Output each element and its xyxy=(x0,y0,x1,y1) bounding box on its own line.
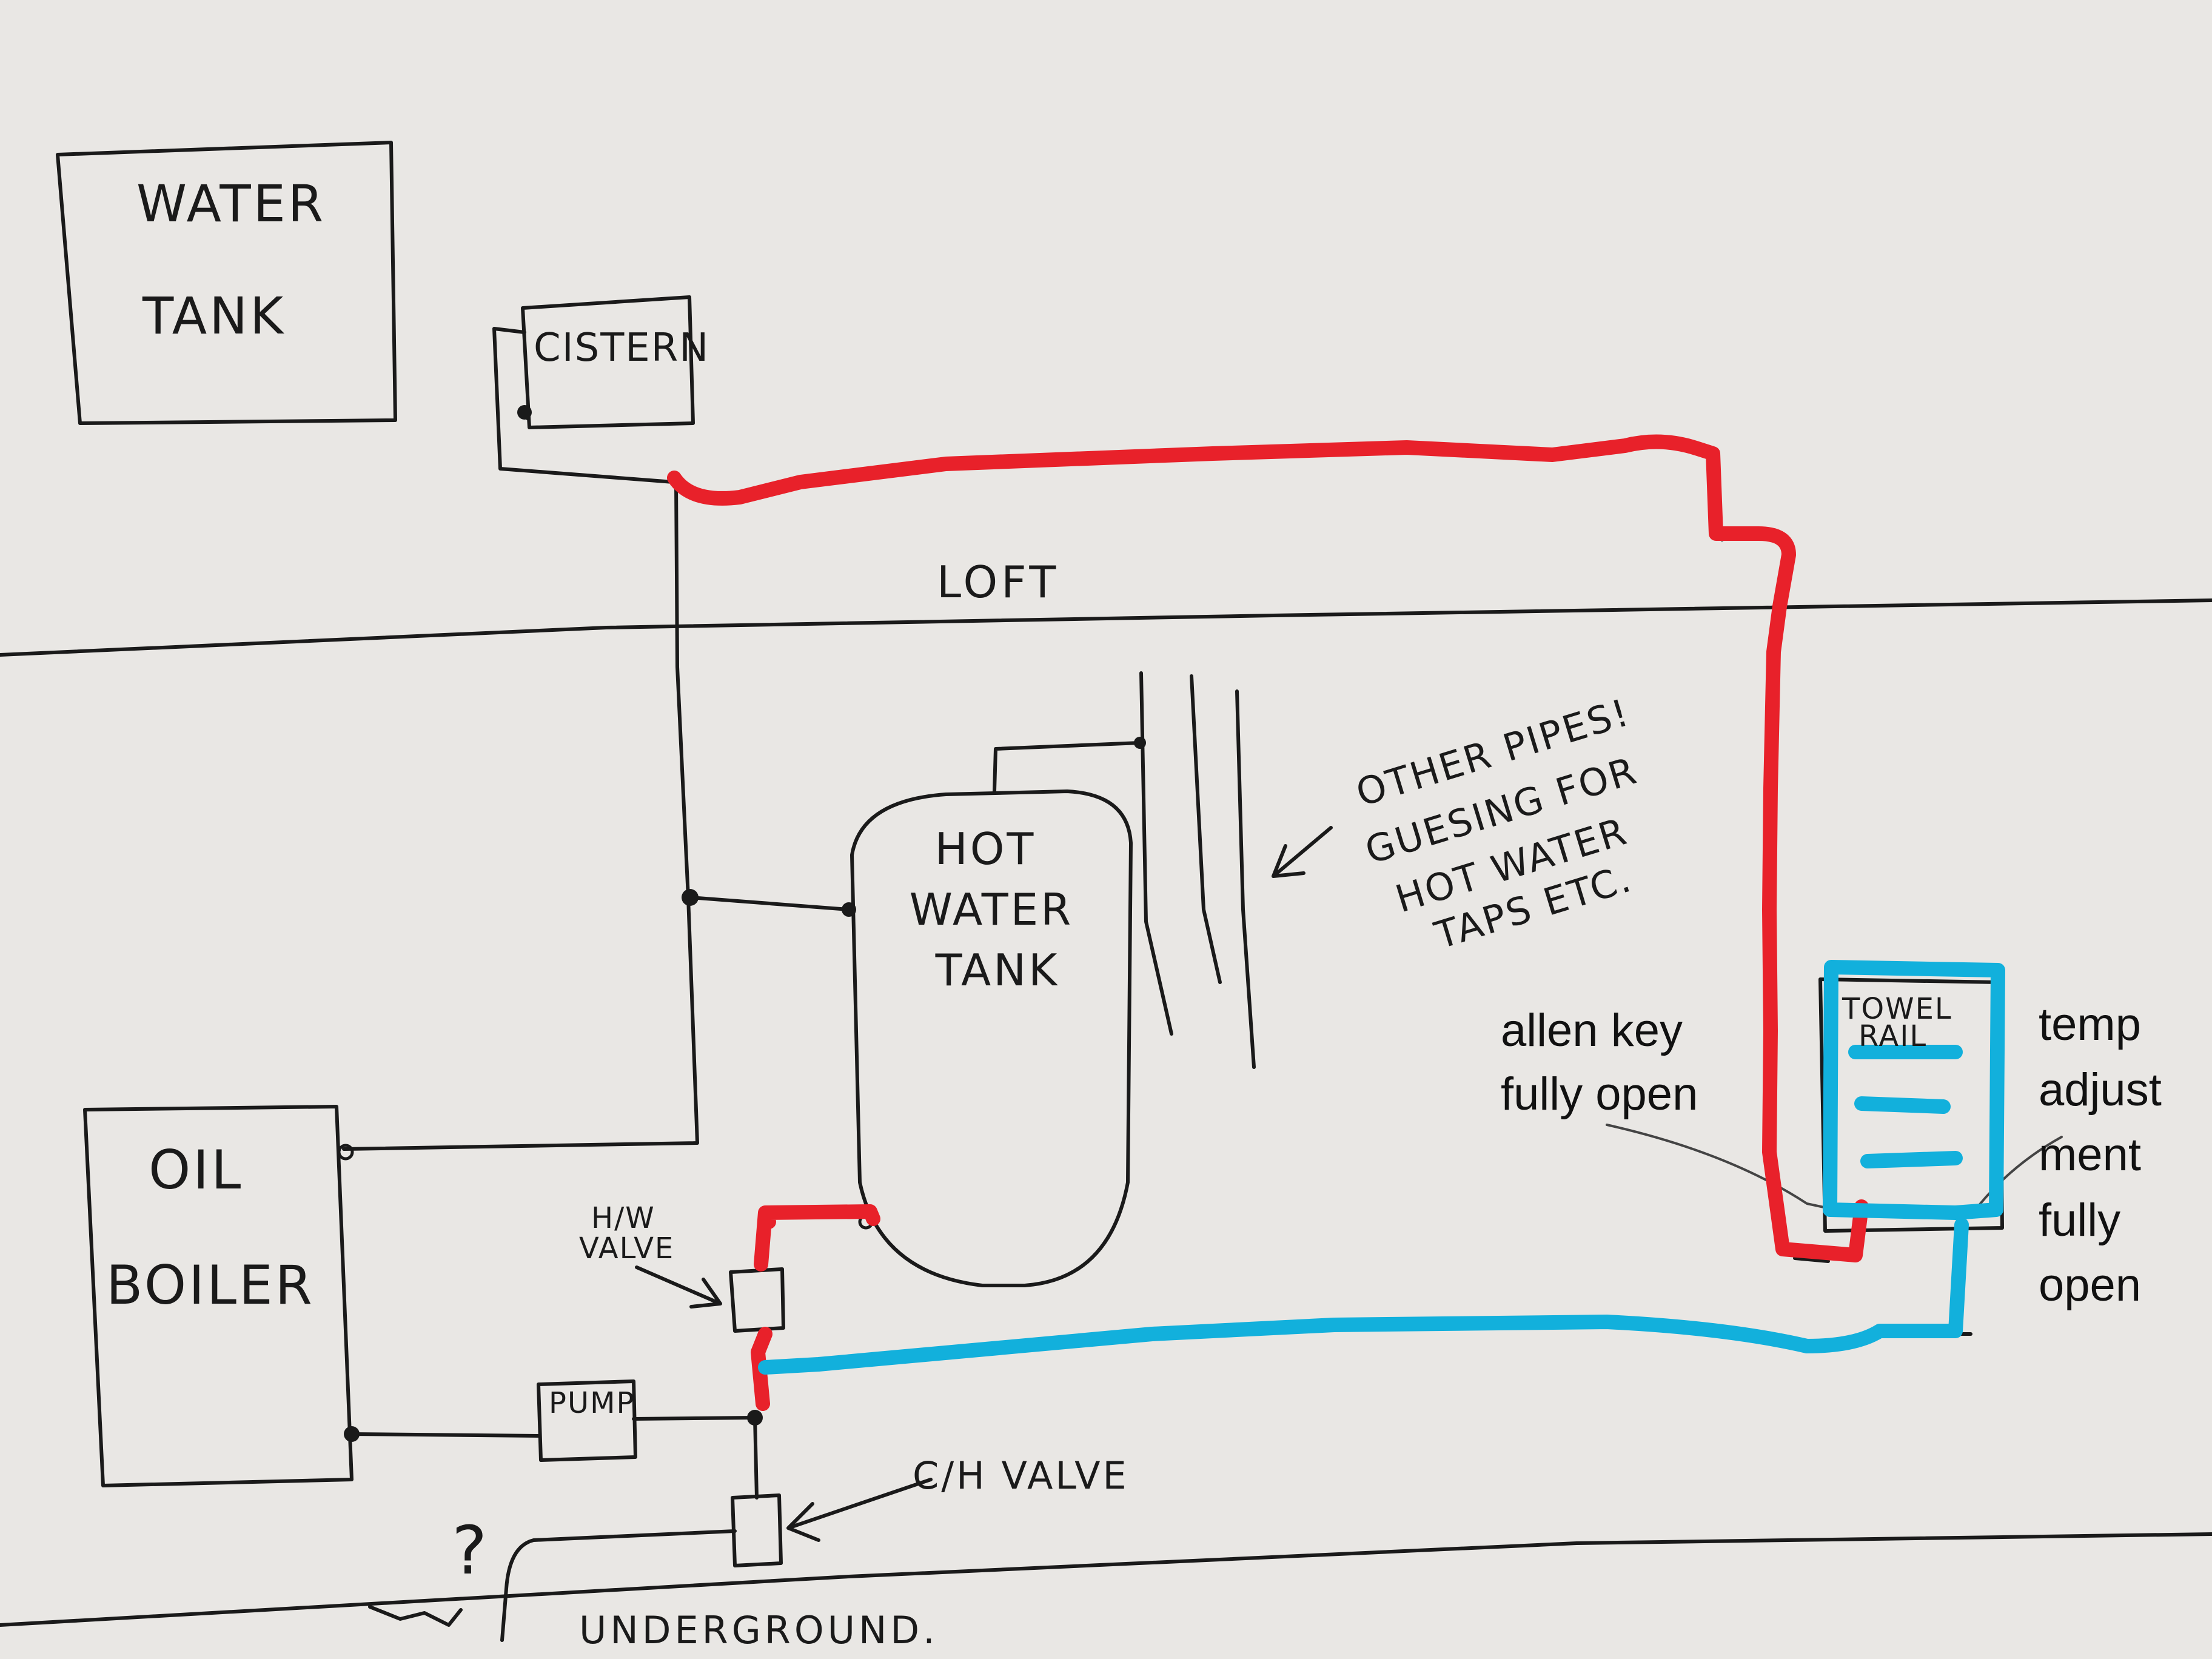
other-pipe-1 xyxy=(1139,671,1173,1036)
temp-adjust-note-line2: adjust xyxy=(2039,1064,2162,1116)
pump-box xyxy=(537,1379,637,1462)
ch-valve-box xyxy=(731,1493,783,1567)
oil-boiler-label-line2: BOILER xyxy=(106,1254,315,1316)
other-pipe-3 xyxy=(1235,689,1256,1069)
other-pipe-2 xyxy=(1190,674,1222,984)
underground-line xyxy=(0,1532,2212,1627)
ch-valve-label: C/H VALVE xyxy=(913,1453,1129,1498)
pump-out-pipe xyxy=(632,1416,757,1421)
water-tank-label-line2: TANK xyxy=(142,286,286,346)
hot-water-tank-label-line2: WATER xyxy=(910,884,1073,935)
oil-boiler-label-line1: OIL xyxy=(149,1139,243,1201)
temp-adjust-note-line4: fully xyxy=(2039,1195,2120,1246)
water-tank-box xyxy=(56,141,397,425)
other-pipes-arrow xyxy=(1272,826,1333,878)
cistern-label: CISTERN xyxy=(534,326,709,370)
allen-key-leader xyxy=(1606,1124,1851,1214)
allen-key-note-line2: fully open xyxy=(1501,1068,1698,1120)
red-flow-pipe xyxy=(667,434,1869,1411)
blue-return-pipe xyxy=(758,960,2005,1375)
feed-hwt-junction-dot xyxy=(682,889,699,906)
hw-valve-arrow xyxy=(635,1265,722,1309)
hwt-top-pipe xyxy=(993,741,1142,793)
temp-adjust-note-line1: temp xyxy=(2039,999,2141,1050)
hot-water-tank-label-line3: TANK xyxy=(935,945,1060,996)
hw-valve-label-line2: VALVE xyxy=(579,1232,674,1265)
towel-rail-label-line2: RAIL xyxy=(1858,1019,1927,1053)
boiler-pump-pipe xyxy=(350,1432,541,1438)
pump-tee-dot xyxy=(747,1410,763,1426)
boiler-flow-port xyxy=(337,1144,354,1161)
hwt-inlet-dot xyxy=(842,902,856,917)
ch-valve-arrow xyxy=(786,1478,933,1542)
boiler-bottom-dot xyxy=(344,1426,360,1442)
towel-rail-bar-2 xyxy=(1854,1096,1951,1114)
pump-label: PUMP xyxy=(549,1386,635,1420)
oil-boiler-box xyxy=(83,1105,354,1487)
hot-water-tank-label-line1: HOT xyxy=(935,823,1036,874)
hw-valve-label-line1: H/W xyxy=(591,1201,655,1235)
towel-rail-label-line1: TOWEL xyxy=(1842,992,1952,1026)
cistern-feed-pipe xyxy=(492,327,675,484)
hot-water-tank-body xyxy=(850,789,1133,1287)
underground-pipe xyxy=(500,1529,737,1642)
allen-key-note-line1: allen key xyxy=(1501,1005,1683,1056)
loft-line xyxy=(0,598,2212,657)
loft-label: LOFT xyxy=(937,557,1059,608)
ch-valve-stem xyxy=(753,1416,759,1500)
temp-adjust-note-line3: ment xyxy=(2039,1129,2141,1181)
other-pipe-joint-dot xyxy=(1134,737,1146,749)
towel-rail-left-pipe xyxy=(1793,1256,1830,1263)
question-mark: ? xyxy=(452,1512,487,1589)
towel-rail-bar-3 xyxy=(1860,1151,1963,1168)
underground-scribble xyxy=(368,1605,463,1627)
cistern-junction-dot xyxy=(517,405,532,420)
hwt-connect-pipe xyxy=(688,896,851,911)
underground-label: UNDERGROUND. xyxy=(579,1608,939,1652)
cistern-box xyxy=(521,295,695,429)
temp-adjust-note-line5: open xyxy=(2039,1259,2141,1311)
water-tank-label-line1: WATER xyxy=(136,174,326,233)
